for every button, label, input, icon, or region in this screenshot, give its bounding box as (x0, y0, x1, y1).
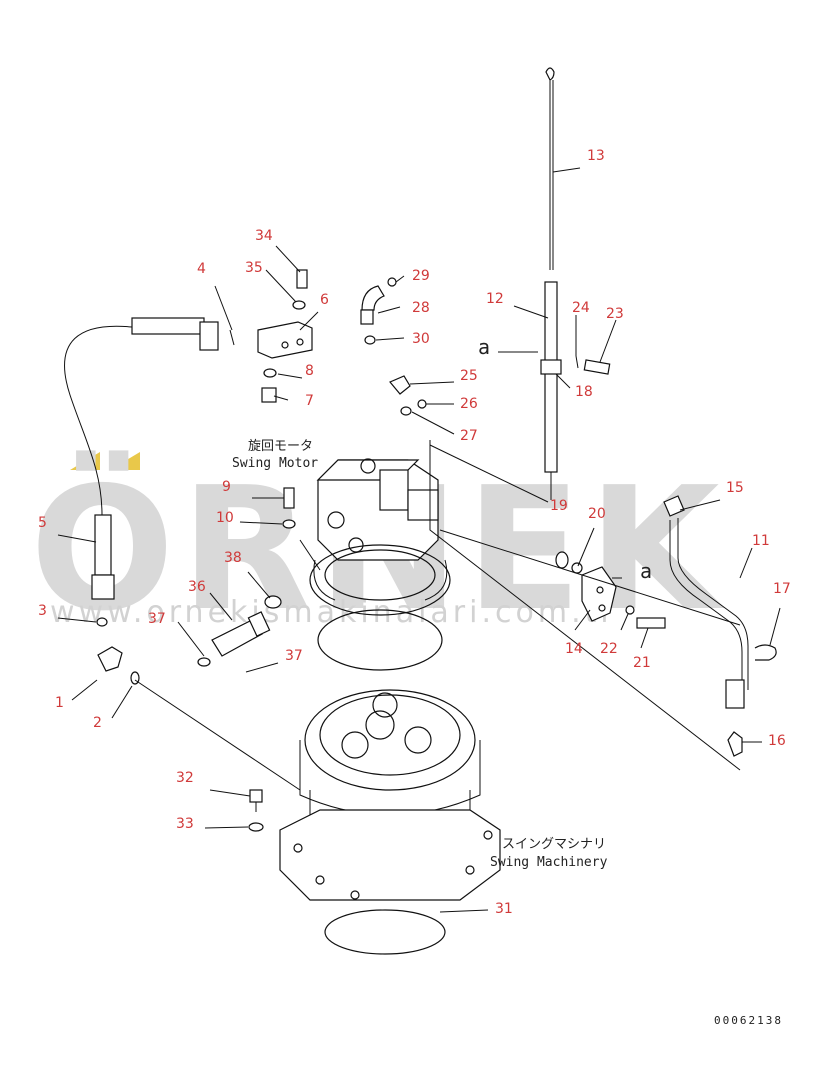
callout-20: 20 (588, 506, 606, 522)
callout-numbers: 1 2 3 4 5 6 7 8 9 10 11 12 13 14 15 16 1… (38, 148, 791, 917)
view-a-label-top: a (478, 335, 490, 359)
fittings-28-30 (360, 277, 427, 416)
callout-6: 6 (320, 292, 329, 308)
tube-11 (663, 495, 777, 757)
callout-38: 38 (224, 550, 242, 566)
callout-23: 23 (606, 306, 624, 322)
callout-8: 8 (305, 363, 314, 379)
leader-lines (57, 167, 781, 913)
callout-36: 36 (188, 579, 206, 595)
drawing-ref-number: 00062138 (714, 1014, 783, 1027)
sensor-36 (197, 595, 282, 667)
callout-26: 26 (460, 396, 478, 412)
callout-13: 13 (587, 148, 605, 164)
callout-11: 11 (752, 533, 770, 549)
callout-31: 31 (495, 901, 513, 917)
callout-5: 5 (38, 515, 47, 531)
callout-16: 16 (768, 733, 786, 749)
view-a-label-bracket: a (640, 559, 652, 583)
bolts-32-33 (248, 789, 264, 832)
callout-33: 33 (176, 816, 194, 832)
callout-35: 35 (245, 260, 263, 276)
watermark-accent (110, 452, 140, 470)
callout-22: 22 (600, 641, 618, 657)
callout-19: 19 (550, 498, 568, 514)
callout-29: 29 (412, 268, 430, 284)
callout-28: 28 (412, 300, 430, 316)
bracket-14 (555, 355, 666, 629)
block-6-assembly (229, 269, 313, 403)
swing-motor-label-jp: 旋回モータ (248, 439, 313, 454)
callout-3: 3 (38, 603, 47, 619)
callout-7: 7 (305, 393, 314, 409)
watermark-sub: www.ornekismakinalari.com.tr (50, 595, 617, 630)
callout-21: 21 (633, 655, 651, 671)
callout-17: 17 (773, 581, 791, 597)
text-labels: 旋回モータ Swing Motor スイングマシナリ Swing Machine… (232, 335, 783, 1027)
callout-4: 4 (197, 261, 206, 277)
callout-27: 27 (460, 428, 478, 444)
callout-12: 12 (486, 291, 504, 307)
swing-machinery-label-jp: スイングマシナリ (502, 837, 606, 852)
callout-14: 14 (565, 641, 583, 657)
callout-2: 2 (93, 715, 102, 731)
swing-machinery (279, 689, 501, 955)
callout-9: 9 (222, 479, 231, 495)
callout-25: 25 (460, 368, 478, 384)
callout-37-b: 37 (285, 648, 303, 664)
callout-1: 1 (55, 695, 64, 711)
callout-34: 34 (255, 228, 273, 244)
callout-32: 32 (176, 770, 194, 786)
hose-assembly-left (64, 317, 219, 685)
callout-10: 10 (216, 510, 234, 526)
swing-motor-label-en: Swing Motor (232, 456, 318, 471)
swing-machinery-label-en: Swing Machinery (490, 855, 608, 870)
callout-30: 30 (412, 331, 430, 347)
swing-motor (309, 458, 451, 671)
callout-15: 15 (726, 480, 744, 496)
bolts-9-10 (282, 487, 296, 529)
dipstick-assembly (540, 67, 562, 500)
callout-18: 18 (575, 384, 593, 400)
callout-37-a: 37 (148, 611, 166, 627)
callout-24: 24 (572, 300, 590, 316)
